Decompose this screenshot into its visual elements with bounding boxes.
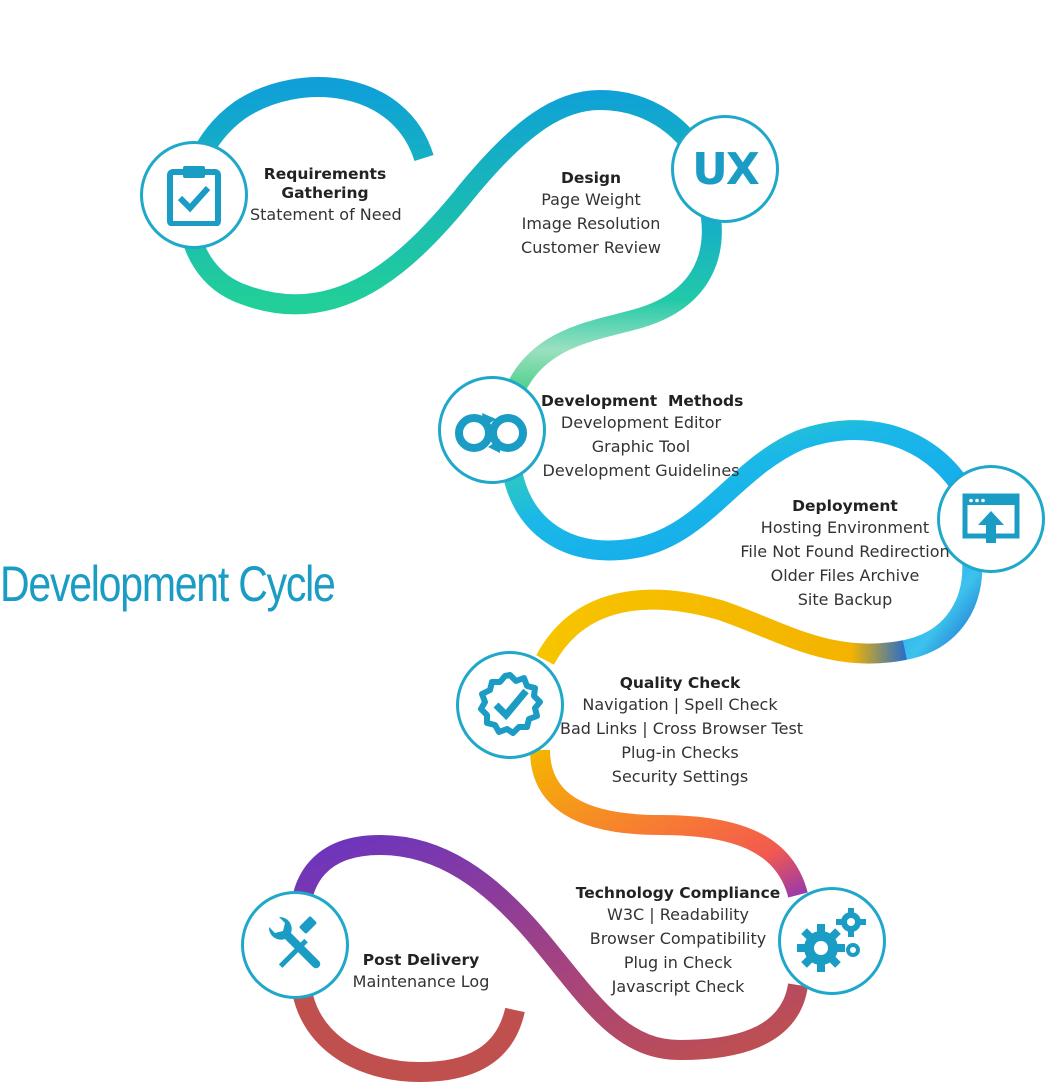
step-line: Statement of Need (250, 205, 402, 224)
step-line: Graphic Tool (591, 437, 691, 456)
step-title: Deployment (792, 497, 898, 515)
step-title-2: Gathering (281, 184, 369, 202)
wrench-screwdriver-icon (241, 891, 349, 999)
step-line: Older Files Archive (770, 566, 920, 585)
badge-check-icon (456, 651, 564, 759)
step-line: Maintenance Log (352, 972, 490, 991)
step-line: Plug-in Checks (621, 743, 739, 762)
step-quality-check: Quality Check Navigation | Spell Check B… (560, 674, 804, 789)
step-line: Development Guidelines (542, 461, 740, 480)
step-line: Customer Review (521, 238, 661, 257)
step-line: File Not Found Redirection (740, 542, 950, 561)
step-title: Quality Check (619, 674, 741, 692)
step-design: Design Page Weight Image Resolution Cust… (511, 169, 671, 260)
step-line: Plug in Check (623, 953, 733, 972)
step-title: Post Delivery (362, 951, 480, 969)
step-title: Technology Compliance (575, 884, 781, 902)
step-line: Bad Links | Cross Browser Test (560, 719, 804, 738)
step-line: Page Weight (541, 190, 641, 209)
step-line: Security Settings (611, 767, 749, 786)
step-line: Hosting Environment (760, 518, 930, 537)
step-development-methods: Development Methods Development Editor G… (541, 392, 744, 483)
ux-icon: UX (671, 115, 779, 223)
step-title: Development Methods (541, 392, 744, 410)
page-title: Development Cycle (0, 556, 336, 612)
step-line: Site Backup (797, 590, 893, 609)
step-line: Browser Compatibility (589, 929, 767, 948)
step-post-delivery: Post Delivery Maintenance Log (346, 951, 496, 994)
step-title: Requirements (263, 165, 387, 183)
clipboard-check-icon (140, 141, 248, 249)
step-requirements: Requirements Gathering Statement of Need (250, 165, 402, 227)
step-line: Development Editor (560, 413, 722, 432)
upload-window-icon (937, 465, 1045, 573)
gears-icon (778, 887, 886, 995)
step-line: Navigation | Spell Check (582, 695, 778, 714)
step-line: Javascript Check (611, 977, 745, 996)
step-title: Design (560, 169, 622, 187)
step-line: W3C | Readability (607, 905, 749, 924)
step-deployment: Deployment Hosting Environment File Not … (735, 497, 955, 612)
cycle-arrows-icon (438, 376, 546, 484)
step-line: Image Resolution (521, 214, 661, 233)
step-technology-compliance: Technology Compliance W3C | Readability … (573, 884, 783, 999)
